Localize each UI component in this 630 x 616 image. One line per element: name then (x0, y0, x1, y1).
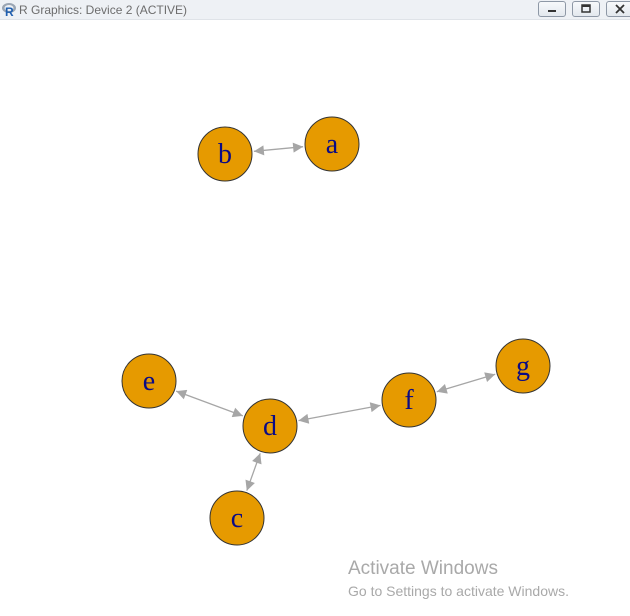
close-button[interactable] (606, 1, 630, 17)
node-circle-f (381, 372, 437, 428)
node-g: g (495, 338, 551, 394)
svg-text:R: R (5, 5, 14, 17)
watermark-subtitle: Go to Settings to activate Windows. (348, 583, 569, 599)
node-label-c: c (231, 503, 243, 534)
edge-a-b (253, 142, 304, 156)
node-circle-b (197, 126, 253, 182)
node-d: d (242, 398, 298, 454)
node-label-g: g (516, 351, 530, 382)
watermark-title: Activate Windows (348, 558, 498, 579)
node-c: c (209, 490, 265, 546)
edge-d-c (245, 453, 262, 491)
edge-f-g (436, 372, 496, 394)
edge-d-f (298, 402, 381, 424)
node-label-a: a (326, 129, 339, 160)
r-logo-icon: R (1, 1, 17, 19)
node-circle-e (121, 353, 177, 409)
node-label-f: f (404, 385, 414, 416)
node-a: a (304, 116, 360, 172)
node-e: e (121, 353, 177, 409)
node-circle-g (495, 338, 551, 394)
minimize-icon (548, 10, 556, 12)
network-graph: a b c d e f g (121, 116, 551, 546)
activate-windows-watermark: Activate Windows Go to Settings to activ… (348, 558, 569, 600)
window-title: R Graphics: Device 2 (ACTIVE) (19, 3, 188, 17)
close-icon (615, 4, 625, 14)
title-bar[interactable]: R R Graphics: Device 2 (ACTIVE) (0, 0, 630, 20)
plot-area: a b c d e f g (0, 20, 630, 616)
node-f: f (381, 372, 437, 428)
node-b: b (197, 126, 253, 182)
node-circle-d (242, 398, 298, 454)
maximize-icon (581, 4, 591, 13)
node-circle-c (209, 490, 265, 546)
node-label-e: e (143, 366, 155, 397)
node-label-d: d (263, 411, 277, 442)
node-circle-a (304, 116, 360, 172)
edge-d-e (175, 389, 244, 418)
minimize-button[interactable] (538, 1, 566, 17)
maximize-button[interactable] (572, 1, 600, 17)
node-label-b: b (218, 139, 232, 170)
